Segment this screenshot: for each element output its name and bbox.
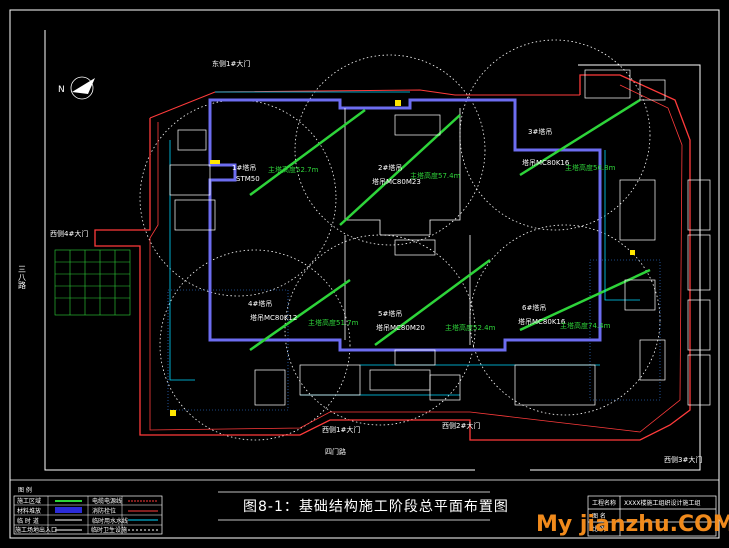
title-project-value: XXXX楼施工组织设计施工组 bbox=[624, 499, 700, 507]
temporary-road-top bbox=[149, 89, 580, 119]
road-bottom-label: 四门路 bbox=[325, 447, 346, 456]
crane-jib-3 bbox=[519, 98, 641, 177]
right-facility-column bbox=[687, 179, 711, 406]
crane-radius-5 bbox=[284, 234, 476, 426]
crane-jib-5 bbox=[374, 258, 491, 347]
site-facilities bbox=[169, 69, 666, 406]
north-arrow bbox=[70, 76, 95, 100]
crane-jib-1 bbox=[249, 108, 366, 197]
crane-1-id: 1#塔吊 bbox=[232, 163, 256, 172]
legend-row-1-right: 电缆电源线 bbox=[92, 497, 122, 505]
crane-4-model: 塔吊MC80K12 bbox=[250, 313, 297, 322]
work-zone-hatch bbox=[167, 259, 661, 411]
site-boundary bbox=[44, 30, 475, 471]
temporary-road-inner bbox=[149, 84, 683, 433]
crane-jibs bbox=[249, 98, 651, 352]
crane-3-id: 3#塔吊 bbox=[528, 127, 552, 136]
gate-top: 东侧1#大门 bbox=[212, 59, 250, 68]
legend-row-1-left: 施工区域 bbox=[17, 497, 41, 505]
crane-6-id: 6#塔吊 bbox=[522, 303, 546, 312]
title-scale-label: 比 例 bbox=[592, 525, 606, 533]
crane-2-model: 塔吊MC80M23 bbox=[372, 177, 421, 186]
site-boundary-right bbox=[530, 64, 701, 471]
drawing-frame bbox=[9, 9, 720, 539]
north-label: N bbox=[58, 85, 65, 95]
crane-labels: 1#塔吊 STM50 主塔高度52.7m 2#塔吊 塔吊MC80M23 主塔高度… bbox=[232, 127, 616, 332]
crane-6-model: 塔吊MC80K16 bbox=[518, 317, 566, 326]
legend-row-3-left: 临 时 道 bbox=[17, 517, 39, 525]
temporary-road bbox=[94, 74, 691, 441]
title-project-label: 工程名称 bbox=[592, 499, 616, 507]
crane-1-model: STM50 bbox=[236, 175, 260, 183]
road-left-label: 三八路 bbox=[18, 265, 27, 289]
crane-radius-2 bbox=[294, 54, 486, 246]
legend bbox=[10, 479, 719, 535]
legend-row-2-left: 材料堆放 bbox=[17, 507, 41, 515]
crane-radius-4 bbox=[159, 249, 351, 441]
crane-5-height: 主塔高度52.4m bbox=[445, 323, 496, 332]
gate-left: 西侧4#大门 bbox=[50, 229, 88, 238]
crane-radius-3 bbox=[459, 39, 651, 231]
legend-row-3-right: 临时用水水线 bbox=[92, 517, 128, 525]
crane-3-height: 主塔高度56.8m bbox=[565, 163, 616, 172]
crane-6-height: 主塔高度74.4m bbox=[560, 321, 611, 330]
legend-row-4-left: 施工场地出入口 bbox=[15, 526, 57, 534]
building-partition-1 bbox=[344, 108, 381, 235]
building-partition-2 bbox=[429, 108, 461, 235]
crane-4-height: 主塔高度51.7m bbox=[308, 318, 359, 327]
crane-5-model: 塔吊MC80M20 bbox=[376, 323, 425, 332]
gate-bottom-2: 西侧2#大门 bbox=[442, 421, 480, 430]
legend-row-2-right: 消防栓位 bbox=[92, 507, 116, 515]
material-stockpile-left bbox=[54, 249, 131, 316]
crane-2-id: 2#塔吊 bbox=[378, 163, 402, 172]
title-drawing-label: 图 名 bbox=[592, 512, 606, 520]
legend-title: 图 例 bbox=[18, 486, 32, 494]
crane-5-id: 5#塔吊 bbox=[378, 309, 402, 318]
crane-4-id: 4#塔吊 bbox=[248, 299, 272, 308]
title-block bbox=[587, 495, 717, 537]
crane-2-height: 主塔高度57.4m bbox=[410, 171, 461, 180]
crane-1-height: 主塔高度52.7m bbox=[268, 165, 319, 174]
building-footprint bbox=[208, 98, 602, 352]
crane-radius-1 bbox=[139, 99, 337, 297]
yellow-markers bbox=[170, 100, 635, 416]
gate-bottom-1: 西侧1#大门 bbox=[322, 425, 360, 434]
site-watermark: My jianzhu.COM bbox=[536, 512, 729, 537]
legend-row-4-right: 临时卫生设施 bbox=[91, 526, 127, 534]
crane-jib-4 bbox=[249, 278, 351, 352]
drawing-caption: 图8-1：基础结构施工阶段总平面布置图 bbox=[243, 499, 509, 515]
crane-3-model: 塔吊MC80K16 bbox=[522, 158, 570, 167]
gate-right: 西侧3#大门 bbox=[664, 455, 702, 464]
